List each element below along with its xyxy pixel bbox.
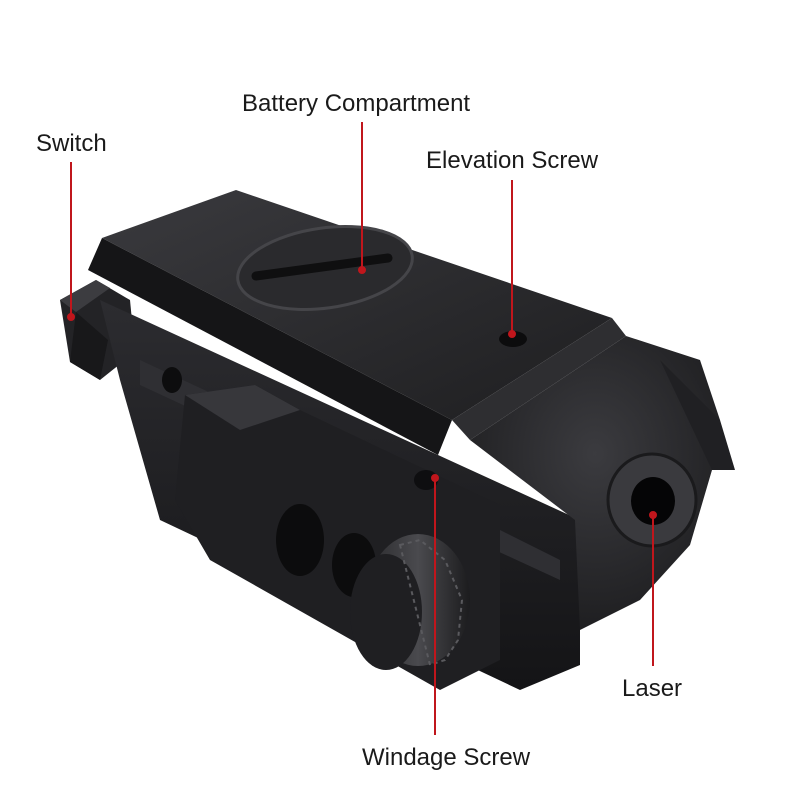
elevation-screw-label: Elevation Screw [426, 147, 599, 174]
battery-compartment-label: Battery Compartment [242, 90, 471, 117]
battery-cap [236, 225, 414, 311]
windage-knob [350, 534, 470, 670]
switch-label: Switch [36, 130, 107, 157]
top-rail [88, 190, 626, 455]
laser-label: Laser [622, 675, 683, 702]
elevation-screw-hole [499, 331, 527, 347]
laser-housing [470, 336, 735, 630]
windage-screw-label: Windage Screw [362, 744, 531, 771]
laser-aperture [631, 477, 675, 525]
leader-lines [67, 122, 657, 735]
